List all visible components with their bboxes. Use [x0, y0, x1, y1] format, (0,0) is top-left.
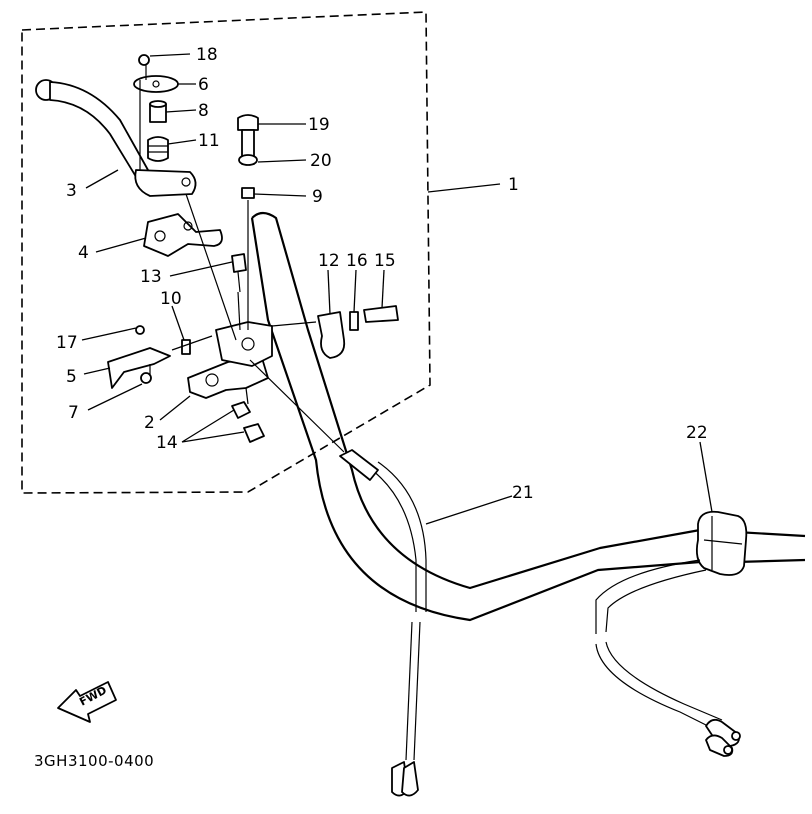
lever-holder	[187, 321, 273, 399]
lever-bracket	[143, 213, 223, 257]
collar-9	[241, 187, 255, 199]
callout-16: 16	[346, 251, 368, 271]
callout-21: 21	[512, 483, 534, 503]
nuts-14	[231, 401, 265, 443]
clutch-lever	[35, 79, 197, 197]
washer-20	[238, 154, 258, 166]
bolt-18	[138, 54, 150, 66]
clamp-5	[107, 347, 171, 389]
clutch-switch-cable	[339, 449, 427, 797]
forward-arrow: FWD	[57, 681, 117, 723]
switch-wire	[595, 559, 741, 757]
screw-17	[135, 325, 145, 335]
callout-19: 19	[308, 115, 330, 135]
spring-11	[147, 136, 169, 162]
callout-17: 17	[56, 333, 78, 353]
switch-bracket	[317, 305, 399, 359]
callout-13: 13	[140, 267, 162, 287]
callout-12: 12	[318, 251, 340, 271]
callout-4: 4	[78, 243, 89, 263]
collar-8	[149, 100, 167, 123]
callout-14: 14	[156, 433, 178, 453]
callout-8: 8	[198, 101, 209, 121]
callout-9: 9	[312, 187, 323, 207]
callout-22: 22	[686, 423, 708, 443]
bolt-13	[231, 253, 247, 293]
callout-20: 20	[310, 151, 332, 171]
callout-11: 11	[198, 131, 220, 151]
diagram-code: 3GH3100-0400	[34, 752, 154, 770]
leader-lines	[81, 53, 713, 525]
handlebar-switch	[695, 510, 748, 576]
callout-5: 5	[66, 367, 77, 387]
handlebar	[250, 211, 806, 622]
callout-18: 18	[196, 45, 218, 65]
callout-2: 2	[144, 413, 155, 433]
assembly-boundary	[21, 11, 431, 494]
pivot-bolt-7	[140, 372, 152, 384]
callout-3: 3	[66, 181, 77, 201]
callout-10: 10	[160, 289, 182, 309]
callout-7: 7	[68, 403, 79, 423]
callout-1: 1	[508, 175, 519, 195]
callout-15: 15	[374, 251, 396, 271]
callout-6: 6	[198, 75, 209, 95]
pin-10	[181, 339, 191, 355]
